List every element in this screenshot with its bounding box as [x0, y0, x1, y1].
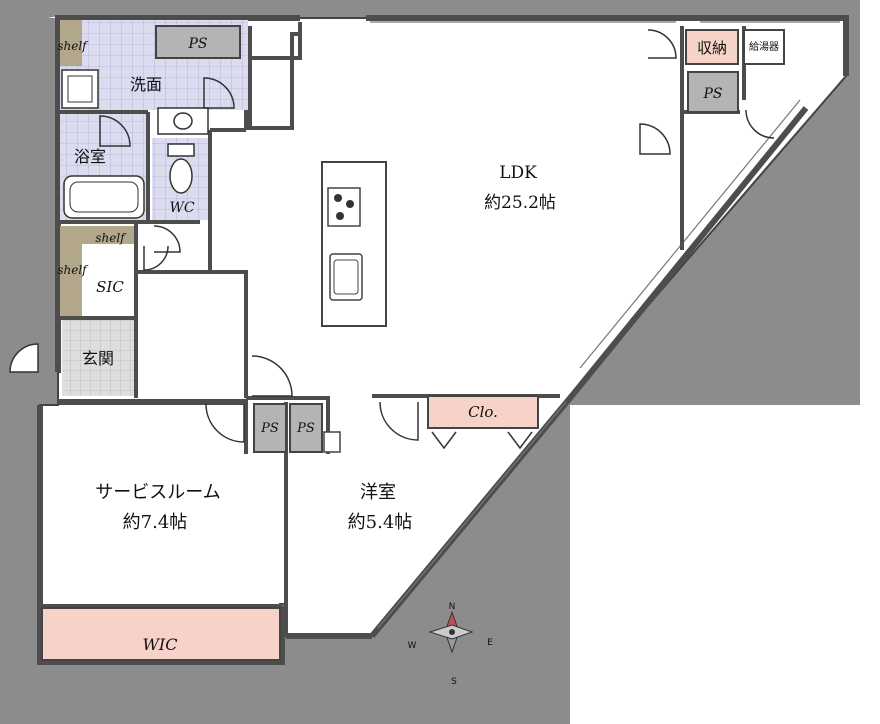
wash-name: 洗面	[130, 75, 162, 94]
kitchen-sink-inner	[333, 259, 359, 295]
shelf-label-wash: shelf	[57, 39, 89, 53]
ps-box-right	[687, 71, 739, 113]
window-lines	[370, 21, 840, 629]
burner	[336, 212, 344, 220]
closet-box	[427, 395, 539, 429]
wic-name: WIC	[142, 635, 177, 654]
sic-name: SIC	[96, 278, 124, 296]
toilet-bowl	[169, 158, 193, 194]
door-swings	[9, 29, 775, 450]
ps-label-a: PS	[260, 421, 279, 436]
wc-name: WC	[169, 200, 194, 216]
compass-south: S	[451, 677, 457, 687]
service-room-name: サービスルーム	[95, 482, 220, 503]
washing-machine-inner	[67, 75, 93, 103]
wic-box	[41, 607, 281, 661]
toilet-tank	[167, 143, 195, 157]
water-heater-name: 給湯器	[749, 40, 779, 53]
ldk-area: 約25.2帖	[484, 193, 556, 213]
kitchen-sink	[329, 253, 363, 301]
storage-name: 収納	[697, 39, 727, 57]
bathtub-inner	[69, 181, 139, 213]
wash-shelf	[60, 20, 82, 66]
vanity-basin	[173, 112, 193, 130]
compass-west: W	[408, 641, 417, 651]
compass-north: N	[449, 602, 456, 612]
western-room-name: 洋室	[360, 482, 396, 503]
shelf-label-sic-top: shelf	[95, 231, 127, 245]
kitchen-island	[321, 161, 387, 327]
service-room-area: 約7.4帖	[123, 512, 188, 533]
ps-box-top	[155, 25, 241, 59]
bathtub	[63, 175, 145, 219]
shelf-label-sic-side: shelf	[57, 263, 89, 277]
ps-label-right: PS	[702, 86, 722, 102]
compass-east: E	[487, 638, 493, 648]
ps-box-b	[289, 403, 323, 453]
cooktop	[327, 187, 361, 227]
entrance-name: 玄関	[82, 349, 114, 368]
exterior-balcony	[575, 76, 860, 405]
burner	[334, 194, 342, 202]
entrance-floor	[62, 320, 134, 396]
sic-shelf-side	[60, 226, 82, 316]
western-room-area: 約5.4帖	[348, 512, 413, 533]
bath-name: 浴室	[74, 147, 106, 166]
ps-label-top: PS	[187, 36, 207, 52]
ldk-name: LDK	[499, 163, 537, 183]
closet-name: Clo.	[468, 403, 498, 421]
ps-label-b: PS	[296, 421, 315, 436]
storage-box	[685, 29, 739, 65]
ps-box-a	[253, 403, 287, 453]
burner	[346, 200, 354, 208]
heater-box	[743, 29, 785, 65]
compass-rose	[428, 610, 474, 654]
pantry-niche	[323, 431, 341, 453]
